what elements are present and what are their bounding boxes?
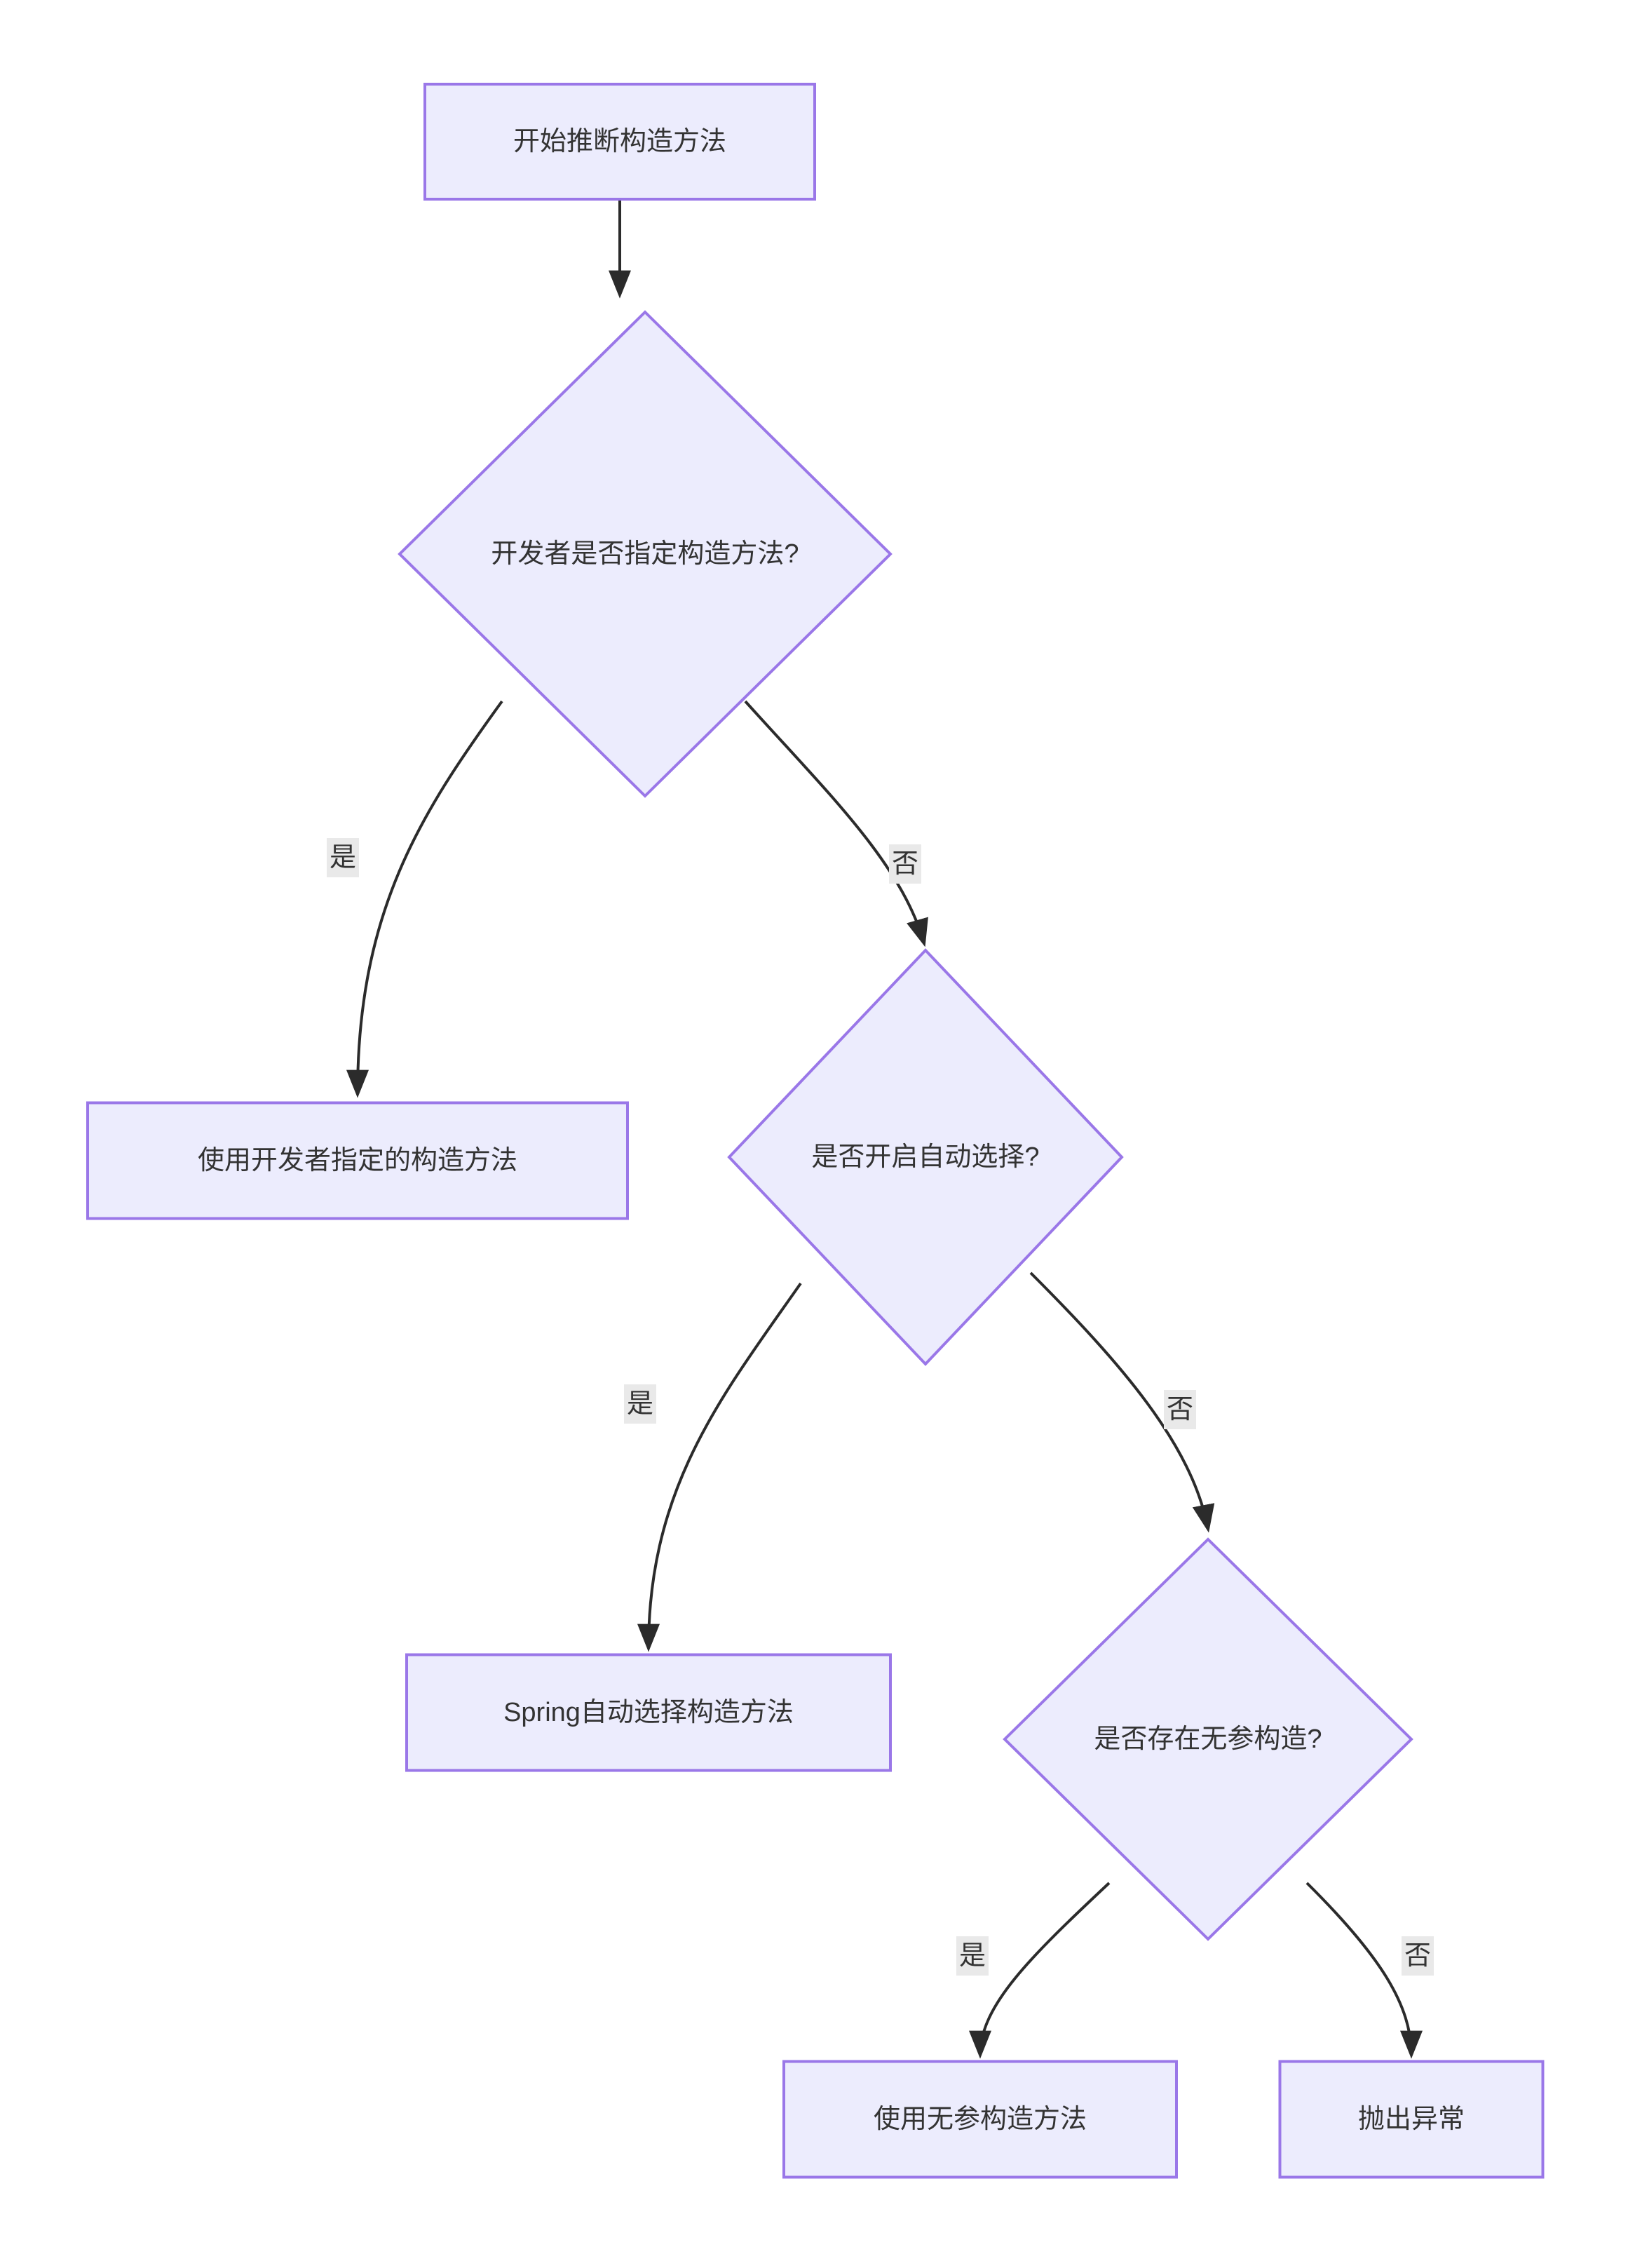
flow-edge	[637, 1282, 802, 1652]
node-rect	[86, 1101, 629, 1220]
node-rect	[423, 83, 816, 201]
flow-edge	[1029, 1271, 1215, 1533]
node-label: 开始推断构造方法	[513, 127, 726, 156]
edges-layer	[346, 199, 1423, 2059]
flow-edge	[744, 700, 928, 947]
node-label: 使用无参构造方法	[874, 2105, 1087, 2134]
node-diamond	[1003, 1537, 1413, 1941]
edge-label-text: 否	[1167, 1395, 1193, 1424]
node-diamond	[398, 310, 893, 798]
edge-label-text: 是	[959, 1941, 986, 1971]
edge-label-text: 否	[892, 849, 918, 879]
node-label: Spring自动选择构造方法	[503, 1698, 794, 1727]
node-label: 是否存在无参构造?	[1094, 1724, 1322, 1754]
edge-label-background	[889, 844, 921, 884]
edge-label-text: 是	[330, 843, 356, 872]
flow-edge	[1305, 1882, 1423, 2059]
flow-node-throw_exception[interactable]: 抛出异常	[1278, 2060, 1545, 2179]
node-rect	[782, 2060, 1178, 2179]
node-label: 开发者是否指定构造方法?	[491, 539, 799, 569]
node-rect	[1278, 2060, 1545, 2179]
node-diamond	[727, 948, 1124, 1366]
edge-label-e3: 否	[889, 844, 921, 884]
edge-label-background	[624, 1384, 656, 1424]
flow-edge	[969, 1882, 1111, 2059]
node-label: 抛出异常	[1358, 2105, 1465, 2134]
flow-edge	[346, 700, 503, 1098]
edge-label-e4: 是	[624, 1384, 656, 1424]
edge-label-background	[327, 838, 359, 877]
edge-label-e6: 是	[956, 1936, 989, 1976]
edge-labels-layer: 是否是否是否	[327, 838, 1434, 1976]
edge-label-text: 是	[627, 1389, 653, 1419]
node-label: 是否开启自动选择?	[811, 1142, 1039, 1172]
flow-node-spring_auto[interactable]: Spring自动选择构造方法	[405, 1653, 892, 1772]
node-rect	[405, 1653, 892, 1772]
flow-node-decision_noarg[interactable]: 是否存在无参构造?	[1003, 1537, 1413, 1941]
flow-node-use_noarg[interactable]: 使用无参构造方法	[782, 2060, 1178, 2179]
flow-node-decision_auto[interactable]: 是否开启自动选择?	[727, 948, 1124, 1366]
edge-label-background	[956, 1936, 989, 1976]
edge-label-background	[1164, 1390, 1196, 1429]
edge-label-text: 否	[1404, 1941, 1431, 1971]
edge-label-e5: 否	[1164, 1390, 1196, 1429]
flow-node-start[interactable]: 开始推断构造方法	[423, 83, 816, 201]
node-label: 使用开发者指定的构造方法	[198, 1146, 517, 1175]
flow-node-decision_specified[interactable]: 开发者是否指定构造方法?	[398, 310, 893, 798]
flow-node-use_specified[interactable]: 使用开发者指定的构造方法	[86, 1101, 629, 1220]
edge-label-e7: 否	[1402, 1936, 1434, 1976]
edge-label-e2: 是	[327, 838, 359, 877]
edge-label-background	[1402, 1936, 1434, 1976]
